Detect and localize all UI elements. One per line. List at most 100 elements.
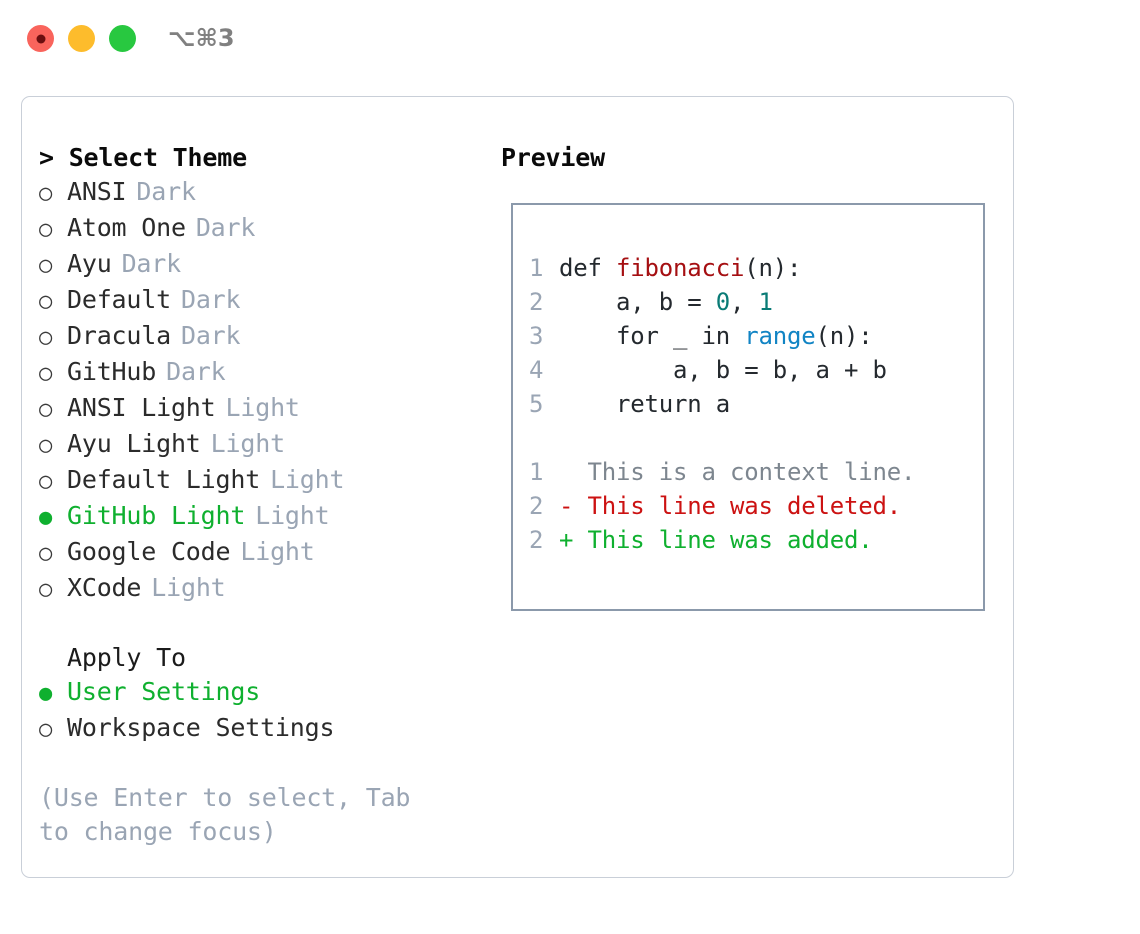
- theme-item-6[interactable]: ○ ANSI Light Light: [39, 391, 479, 427]
- line-number: 1: [529, 458, 544, 486]
- theme-variant-tag: Light: [151, 573, 226, 602]
- title-bar: ⌥⌘3: [0, 0, 1140, 78]
- theme-variant-tag: Dark: [195, 213, 256, 242]
- apply-to-header: Apply To: [67, 643, 186, 672]
- code-token: return a: [559, 390, 730, 418]
- theme-item-0[interactable]: ○ ANSI Dark: [39, 175, 479, 211]
- radio-unselected-icon: ○: [39, 433, 53, 458]
- theme-item-label: ANSI: [67, 177, 127, 206]
- theme-variant-tag: Light: [210, 429, 285, 458]
- theme-item-4[interactable]: ○ Dracula Dark: [39, 319, 479, 355]
- code-token: a, b = b, a + b: [559, 356, 887, 384]
- code-token: (n):: [815, 322, 873, 350]
- theme-variant-tag: Light: [240, 537, 315, 566]
- code-token: range: [744, 322, 816, 350]
- code-line-text: return a: [559, 387, 730, 421]
- close-dot-icon[interactable]: [27, 25, 54, 52]
- theme-variant-tag: Dark: [180, 321, 241, 350]
- code-blank-line: [529, 421, 983, 455]
- code-line: 5 return a: [529, 387, 983, 421]
- radio-unselected-icon: ○: [39, 289, 53, 314]
- keyboard-hint-text: (Use Enter to select, Tab to change focu…: [39, 783, 426, 846]
- radio-unselected-icon: ○: [39, 541, 53, 566]
- radio-unselected-icon: ○: [39, 717, 53, 742]
- radio-selected-icon: ●: [39, 681, 53, 706]
- code-line: 1 def fibonacci(n):: [529, 251, 983, 285]
- select-theme-header: > Select Theme: [39, 143, 247, 172]
- maximize-dot-icon[interactable]: [109, 25, 136, 52]
- theme-item-label: Ayu Light: [67, 429, 201, 458]
- theme-variant-tag: Dark: [136, 177, 196, 206]
- theme-item-label: Ayu: [67, 249, 112, 278]
- diff-line: 2 + This line was added.: [529, 523, 983, 557]
- code-token: a, b =: [559, 288, 716, 316]
- radio-unselected-icon: ○: [39, 397, 53, 422]
- theme-item-label: Google Code: [67, 537, 231, 566]
- apply-to-item-label: User Settings: [67, 677, 261, 706]
- code-token: ,: [730, 288, 759, 316]
- code-token: (n):: [744, 254, 802, 282]
- code-line: 2 a, b = 0, 1: [529, 285, 983, 319]
- line-number: 3: [529, 322, 544, 350]
- theme-variant-tag: Light: [225, 393, 300, 422]
- theme-item-label: Dracula: [67, 321, 171, 350]
- theme-variant-tag: Light: [255, 501, 330, 530]
- diff-line-text: This is a context line.: [559, 458, 916, 486]
- theme-item-label: ANSI Light: [67, 393, 216, 422]
- theme-variant-tag: Dark: [180, 285, 241, 314]
- radio-unselected-icon: ○: [39, 361, 53, 386]
- code-line: 4 a, b = b, a + b: [529, 353, 983, 387]
- diff-sample: 1 This is a context line. 2 - This line wa…: [529, 455, 983, 557]
- apply-to-item-label: Workspace Settings: [67, 713, 335, 742]
- line-number: 5: [529, 390, 544, 418]
- theme-item-label: Default: [67, 285, 171, 314]
- radio-unselected-icon: ○: [39, 253, 53, 278]
- keyboard-shortcut-label: ⌥⌘3: [168, 24, 235, 52]
- line-number: 2: [529, 526, 544, 554]
- radio-unselected-icon: ○: [39, 181, 53, 206]
- theme-item-label: GitHub Light: [67, 501, 246, 530]
- apply-to-list[interactable]: ● User Settings ○ Workspace Settings: [39, 675, 479, 747]
- diff-line: 1 This is a context line.: [529, 455, 983, 489]
- line-number: 2: [529, 288, 544, 316]
- apply-to-item-0[interactable]: ● User Settings: [39, 675, 479, 711]
- radio-selected-icon: ●: [39, 505, 53, 530]
- radio-unselected-icon: ○: [39, 217, 53, 242]
- theme-item-3[interactable]: ○ Default Dark: [39, 283, 479, 319]
- code-line-text: for _ in range(n):: [559, 319, 873, 353]
- theme-item-label: XCode: [67, 573, 142, 602]
- line-number: 1: [529, 254, 544, 282]
- preview-header: Preview: [501, 143, 605, 172]
- code-line: 3 for _ in range(n):: [529, 319, 983, 353]
- theme-item-8[interactable]: ○ Default Light Light: [39, 463, 479, 499]
- theme-item-7[interactable]: ○ Ayu Light Light: [39, 427, 479, 463]
- radio-unselected-icon: ○: [39, 325, 53, 350]
- theme-item-10[interactable]: ○ Google Code Light: [39, 535, 479, 571]
- line-number: 4: [529, 356, 544, 384]
- preview-column: Preview: [501, 141, 605, 175]
- diff-line-text: - This line was deleted.: [559, 492, 901, 520]
- theme-variant-tag: Light: [270, 465, 345, 494]
- line-number: 2: [529, 492, 544, 520]
- code-line-text: def fibonacci(n):: [559, 251, 801, 285]
- code-token: def: [559, 254, 616, 282]
- theme-item-label: Default Light: [67, 465, 261, 494]
- minimize-dot-icon[interactable]: [68, 25, 95, 52]
- diff-line-text: + This line was added.: [559, 526, 873, 554]
- code-token: 1: [758, 288, 773, 316]
- code-token: for _ in: [559, 322, 745, 350]
- apply-to-item-1[interactable]: ○ Workspace Settings: [39, 711, 479, 747]
- theme-item-label: GitHub: [67, 357, 157, 386]
- theme-item-9[interactable]: ● GitHub Light Light: [39, 499, 479, 535]
- radio-unselected-icon: ○: [39, 469, 53, 494]
- code-line-text: a, b = b, a + b: [559, 353, 887, 387]
